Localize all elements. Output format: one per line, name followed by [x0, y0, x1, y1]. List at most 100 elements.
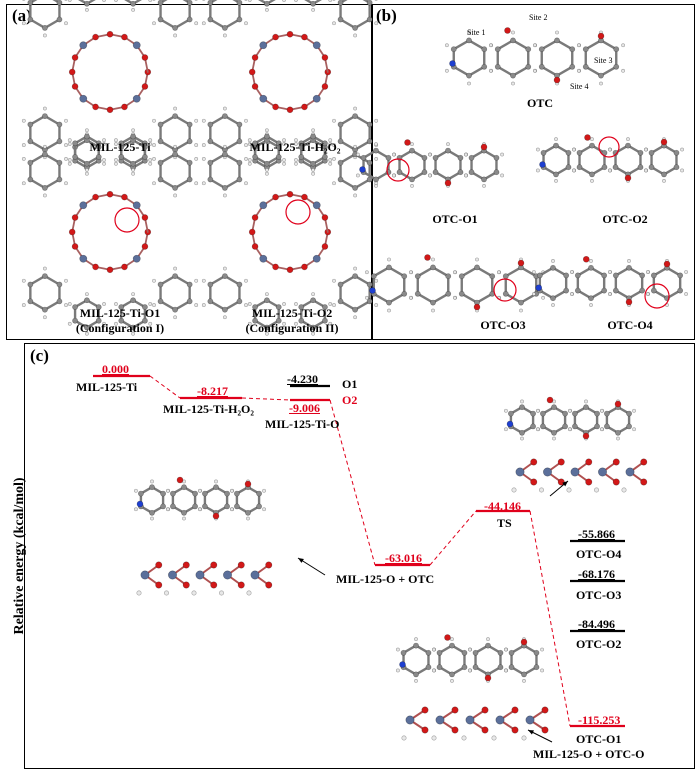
hydrogen-atom — [134, 507, 138, 512]
carbon-atom — [661, 171, 667, 178]
hydrogen-atom — [396, 647, 400, 652]
carbon-atom — [27, 298, 34, 305]
hydrogen-atom — [568, 408, 572, 413]
hydrogen-atom — [43, 106, 47, 111]
oxygen-atom — [451, 726, 459, 734]
oxygen-atom — [106, 190, 114, 198]
hydrogen-atom — [21, 118, 26, 123]
hydrogen-atom — [332, 118, 336, 123]
highlight-circle — [285, 199, 311, 225]
reaction-path — [149, 375, 181, 399]
hydrogen-atom — [152, 21, 156, 26]
hydrogen-atom — [202, 0, 206, 1]
hydrogen-atom — [374, 118, 379, 123]
carbon-atom — [494, 46, 501, 53]
titanium-atom — [195, 570, 205, 580]
bond — [584, 65, 603, 77]
hydrogen-atom — [201, 278, 206, 283]
oxygen-atom — [640, 458, 648, 466]
carbon-atom — [637, 149, 644, 156]
nitrogen-atom — [359, 166, 366, 173]
hydrogen-atom — [247, 158, 252, 162]
hydrogen-atom — [246, 516, 250, 521]
carbon-atom — [298, 304, 305, 310]
carbon-atom — [421, 154, 428, 161]
caption-otc-o3: OTC-O3 — [480, 318, 526, 332]
hydrogen-atom — [576, 43, 581, 48]
carbon-atom — [186, 298, 193, 305]
hydrogen-atom — [67, 161, 72, 166]
hydrogen-atom — [244, 143, 248, 147]
oxygen-atom — [624, 174, 632, 182]
carbon-atom — [466, 37, 472, 44]
hydrogen-atom — [364, 295, 369, 300]
bond — [223, 300, 241, 311]
titanium-atom — [79, 41, 88, 50]
bond — [496, 39, 515, 51]
hydrogen-atom — [504, 408, 508, 413]
hydrogen-atom — [538, 487, 544, 493]
arrow-head — [562, 481, 568, 487]
hydrogen-atom — [608, 270, 612, 274]
carbon-atom — [236, 176, 243, 183]
hydrogen-atom — [148, 161, 153, 166]
bond — [173, 300, 191, 311]
hydrogen-atom — [114, 321, 118, 326]
hydrogen-atom — [626, 137, 630, 142]
carbon-atom — [601, 164, 608, 171]
carbon-atom — [72, 304, 78, 310]
hydrogen-atom — [194, 303, 199, 307]
bond — [173, 178, 191, 190]
oxygen-atom — [530, 458, 538, 466]
hydrogen-atom — [294, 161, 298, 166]
carbon-atom — [27, 176, 34, 183]
hydrogen-atom — [511, 487, 517, 493]
hydrogen-atom — [570, 292, 574, 296]
hydrogen-atom — [392, 152, 396, 157]
hydrogen-atom — [684, 292, 688, 296]
carbon-atom — [432, 169, 439, 176]
oxygen-atom — [286, 30, 294, 38]
oxygen-atom — [68, 228, 76, 236]
carbon-atom — [472, 649, 479, 656]
bond — [209, 153, 227, 164]
carbon-atom — [142, 140, 148, 147]
hydrogen-atom — [328, 161, 333, 166]
carbon-atom — [582, 46, 589, 53]
hydrogen-atom — [198, 488, 202, 493]
carbon-atom — [95, 317, 102, 324]
carbon-atom — [458, 290, 465, 297]
hydrogen-atom — [85, 292, 89, 297]
hydrogen-atom — [328, 302, 333, 306]
oxygen-atom — [421, 706, 429, 714]
carbon-atom — [366, 159, 373, 166]
reaction-path — [529, 510, 571, 727]
energy-o2: -9.006 — [289, 401, 320, 415]
oxygen-atom — [68, 68, 76, 76]
hydrogen-atom — [173, 315, 178, 320]
bond — [223, 18, 241, 30]
bond — [431, 292, 450, 304]
carbon-atom — [42, 151, 48, 158]
hydrogen-atom — [608, 292, 612, 296]
carbon-atom — [601, 287, 608, 294]
oxygen-atom — [612, 478, 620, 486]
carbon-atom — [352, 184, 358, 191]
carbon-atom — [493, 169, 500, 176]
carbon-atom — [186, 138, 193, 145]
hydrogen-atom — [21, 143, 26, 147]
hydrogen-atom — [222, 144, 227, 149]
hydrogen-atom — [244, 303, 248, 307]
oxygen-atom — [546, 396, 554, 404]
carbon-atom — [236, 281, 243, 288]
label-otc-o2: OTC-O2 — [576, 637, 622, 651]
hydrogen-atom — [114, 138, 118, 143]
titanium-atom — [132, 201, 141, 210]
carbon-atom — [639, 287, 646, 294]
carbon-atom — [27, 138, 34, 145]
carbon-atom — [574, 287, 581, 294]
carbon-atom — [310, 160, 316, 167]
hydrogen-atom — [432, 647, 436, 652]
carbon-atom — [373, 176, 379, 183]
hydrogen-atom — [353, 144, 358, 149]
